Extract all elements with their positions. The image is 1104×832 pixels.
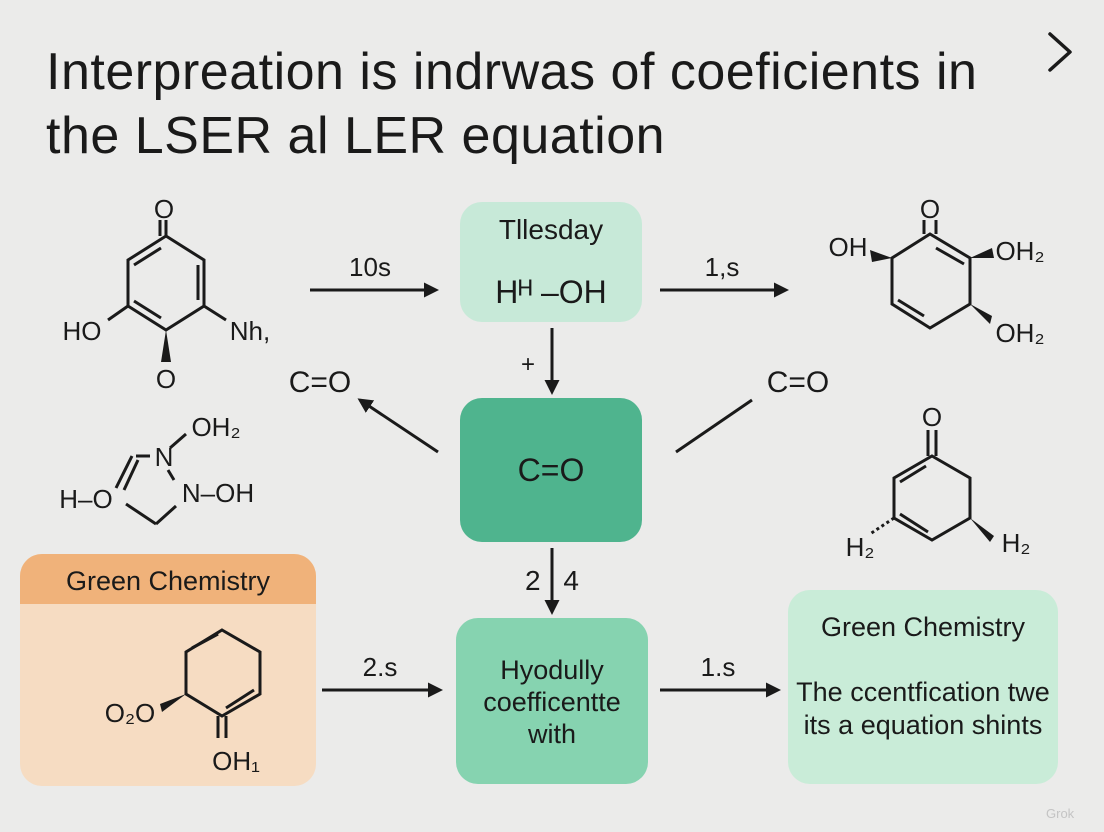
atom-label: O bbox=[156, 364, 176, 394]
box-text: Hyodully coefficentte with bbox=[483, 655, 621, 749]
atom-label: O bbox=[922, 402, 942, 432]
atom-label: O₂O bbox=[105, 698, 156, 728]
box-formula: C=O bbox=[517, 452, 585, 488]
green-chemistry-right-box: Green Chemistry The ccentfication twe it… bbox=[788, 590, 1058, 784]
box-title: Tllesday bbox=[498, 214, 604, 245]
box-title: Green Chemistry bbox=[820, 612, 1026, 642]
right-carbonyl-label: C=O bbox=[767, 366, 830, 399]
arrow-label: 2.s bbox=[363, 652, 398, 682]
atom-label: OH₂ bbox=[191, 412, 240, 442]
atom-label: OH bbox=[829, 232, 868, 262]
reaction-step-top-box: Tllesday Hᴴ –OH bbox=[460, 202, 642, 322]
atom-label: O bbox=[154, 194, 174, 224]
coefficient-box: Hyodully coefficentte with bbox=[456, 618, 648, 784]
atom-label: Nh, bbox=[230, 316, 270, 346]
atom-label: H₂ bbox=[1002, 528, 1031, 558]
atom-label: OH₁ bbox=[212, 746, 260, 776]
arrow-to-left-carbonyl bbox=[357, 398, 439, 454]
molecule-mid-left bbox=[114, 432, 187, 526]
atom-label: OH₂ bbox=[995, 318, 1044, 348]
arrow-label: + bbox=[521, 351, 535, 378]
molecule-bottom-left bbox=[160, 628, 262, 738]
line-to-right-carbonyl bbox=[675, 398, 753, 454]
atom-label: HO bbox=[63, 316, 102, 346]
box-text: The ccentfication twe its a equation shi… bbox=[796, 677, 1050, 740]
molecule-mid-right bbox=[869, 430, 994, 542]
central-carbonyl-box: C=O bbox=[460, 398, 642, 542]
atom-label: OH₂ bbox=[995, 236, 1044, 266]
watermark: Grok bbox=[1046, 806, 1075, 821]
chevron-right-icon[interactable] bbox=[1036, 26, 1084, 78]
card-header: Green Chemistry bbox=[20, 554, 316, 604]
arrow-label: 2 | 4 bbox=[525, 565, 579, 596]
atom-label: H₂ bbox=[846, 532, 875, 562]
left-carbonyl-label: C=O bbox=[289, 366, 352, 399]
green-chemistry-left-card: Green Chemistry bbox=[20, 554, 316, 786]
atom-label: N–OH bbox=[182, 478, 254, 508]
page-title: Interpreation is indrwas of coeficients … bbox=[46, 43, 978, 165]
arrow-label: 1,s bbox=[705, 252, 740, 282]
box-formula: Hᴴ –OH bbox=[495, 274, 607, 310]
atom-label: H–O bbox=[59, 484, 112, 514]
atom-label: N bbox=[155, 442, 174, 472]
atom-label: O bbox=[920, 194, 940, 224]
arrow-label: 10s bbox=[349, 252, 391, 282]
molecule-top-left bbox=[107, 220, 227, 362]
molecule-top-right bbox=[870, 220, 994, 330]
arrow-label: 1.s bbox=[701, 652, 736, 682]
